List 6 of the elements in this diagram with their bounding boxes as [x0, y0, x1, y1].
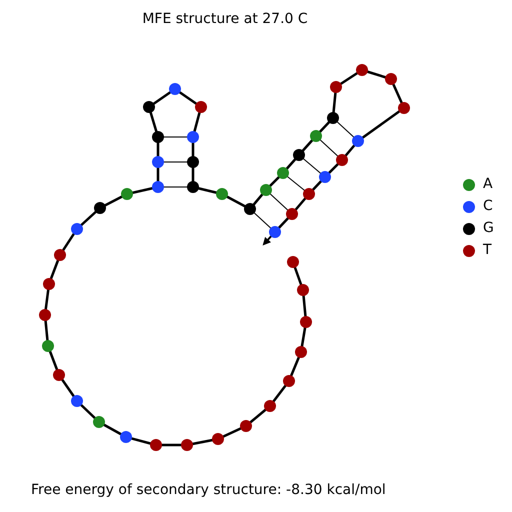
legend-label: C: [483, 198, 493, 214]
legend-label: G: [483, 220, 494, 236]
legend-label: A: [483, 176, 493, 192]
caption: Free energy of secondary structure: -8.30 kcal/mol: [31, 482, 386, 498]
legend-label: T: [483, 242, 492, 258]
chart-title: MFE structure at 27.0 C: [141, 11, 309, 27]
